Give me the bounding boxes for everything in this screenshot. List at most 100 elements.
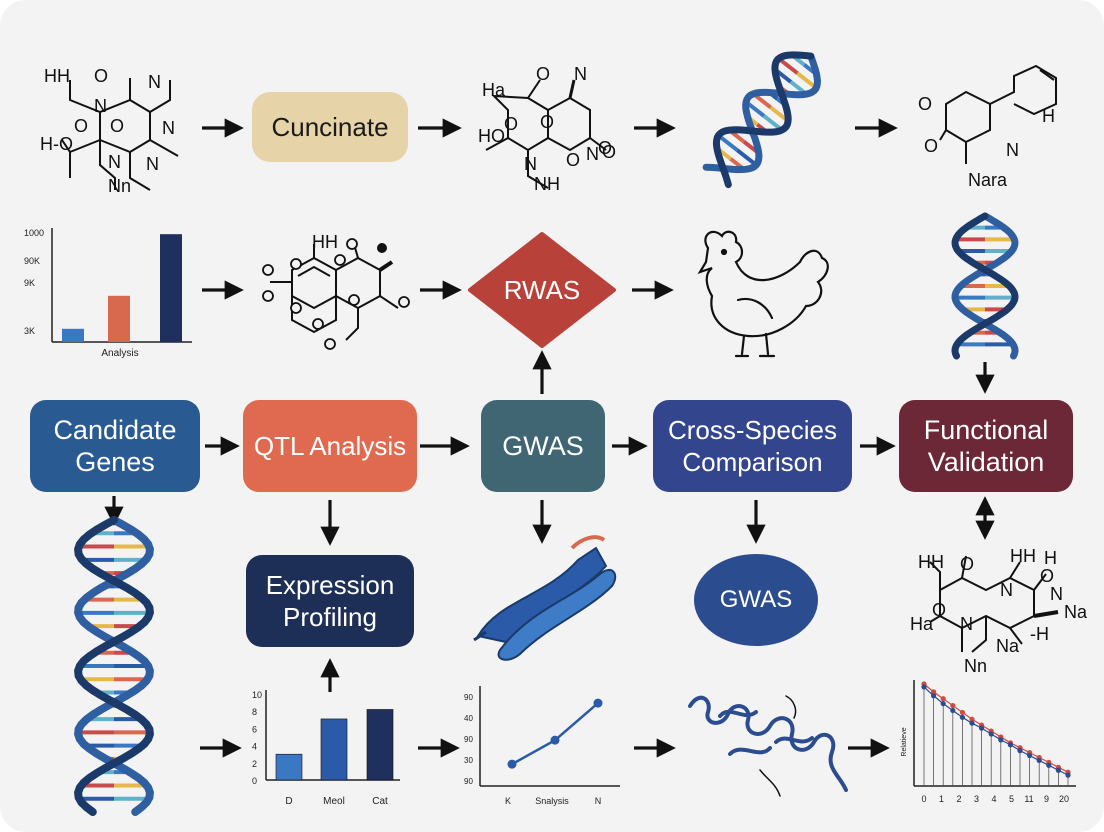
- y-tick-label: 0: [252, 776, 257, 786]
- molecule-4-oxygens: [262, 238, 410, 350]
- cuncinate-node: Cuncinate: [252, 92, 408, 162]
- atom-label: N: [524, 154, 537, 174]
- dna-backbone: [712, 51, 815, 189]
- gwas2-label: GWAS: [719, 586, 793, 613]
- atom-label: N: [574, 64, 587, 84]
- molecule-4-labels: HH: [312, 232, 338, 252]
- atom-label: N: [94, 96, 107, 116]
- data-point: [921, 684, 927, 690]
- x-tick-label: 20: [1059, 794, 1069, 804]
- x-tick-label: 9: [1044, 794, 1049, 804]
- atom-label: O: [932, 600, 946, 620]
- atom-label: HH: [918, 552, 944, 572]
- x-tick-label: D: [285, 796, 292, 807]
- expression-profiling-node: Expression Profiling: [246, 555, 414, 647]
- atom-label: O: [960, 554, 974, 574]
- series-line: [511, 702, 599, 766]
- molecule-1: [61, 78, 179, 191]
- cross-label-line1: Cross-Species: [667, 415, 838, 445]
- atom-label: O: [74, 116, 88, 136]
- atom-label: O: [602, 142, 616, 162]
- y-tick-label: 30: [464, 756, 473, 765]
- y-tick-label: 10: [252, 690, 262, 700]
- dna-backbone: [951, 212, 1019, 360]
- functional-validation-node: Functional Validation: [899, 400, 1073, 492]
- dna-backbone: [74, 516, 154, 816]
- qtl-analysis-node: QTL Analysis: [243, 400, 417, 492]
- data-point: [979, 725, 985, 731]
- bar: [275, 753, 303, 781]
- data-point: [1036, 757, 1042, 764]
- rwas-node: RWAS: [466, 230, 618, 350]
- x-tick-label: N: [595, 796, 602, 806]
- data-point: [969, 716, 975, 722]
- y-tick-label: 1000: [24, 228, 44, 238]
- x-tick-label: 11: [1024, 794, 1033, 804]
- dna-backbone: [951, 212, 1019, 360]
- data-point: [1027, 752, 1033, 759]
- x-tick-label: 4: [991, 794, 996, 804]
- atom-label: O: [536, 64, 550, 84]
- x-tick-label: 1: [939, 794, 944, 804]
- bar: [320, 718, 348, 781]
- x-tick-label: K: [505, 796, 511, 806]
- dna-base-pair: [736, 148, 758, 167]
- candidate-genes-node: Candidate Genes: [30, 400, 200, 492]
- y-axis-label: Relatieve: [901, 727, 908, 756]
- data-point: [959, 714, 966, 720]
- data-point: [959, 709, 966, 716]
- bar: [108, 295, 130, 342]
- cross-label-line2: Comparison: [682, 447, 823, 477]
- atom-label: HH: [44, 66, 70, 86]
- cuncinate-label: Cuncinate: [271, 112, 389, 142]
- atom-label: Nn: [108, 176, 131, 196]
- data-point: [969, 720, 975, 726]
- candidate-label-line2: Genes: [75, 447, 155, 477]
- molecule-4: [270, 243, 399, 341]
- data-point: [950, 707, 956, 714]
- atom-label: O: [918, 94, 932, 114]
- atom-label: O: [540, 112, 554, 132]
- data-point: [550, 735, 560, 745]
- atom-label: O: [110, 116, 124, 136]
- atom-label: N: [146, 154, 159, 174]
- atom-label: HH: [312, 232, 338, 252]
- atom-label: H-O: [40, 134, 73, 154]
- chicken-icon: [697, 230, 829, 358]
- dna-base-pair: [777, 57, 799, 75]
- gwas-node: GWAS: [481, 400, 605, 492]
- atom-label: Nara: [968, 170, 1008, 190]
- x-tick-label: Cat: [372, 796, 388, 807]
- functional-label-line2: Validation: [927, 447, 1045, 477]
- qtl-label: QTL Analysis: [253, 431, 407, 461]
- atom-label: O: [1040, 566, 1054, 586]
- data-point: [940, 701, 946, 707]
- x-tick-label: 0: [921, 794, 926, 804]
- atom-label: N: [1050, 584, 1063, 604]
- dna-helix-icon: [702, 51, 821, 189]
- atom-label: O: [504, 114, 518, 134]
- atom-label: N: [1006, 140, 1019, 160]
- y-tick-label: 90: [464, 693, 473, 702]
- data-point: [988, 731, 994, 737]
- dna-strand-icon: [688, 695, 848, 797]
- atom-label: O: [94, 66, 108, 86]
- molecule-5: [929, 555, 1059, 653]
- rwas-label: RWAS: [503, 274, 581, 305]
- molecule-2-labels: Ha O N HO O O N O N O O NH: [478, 64, 616, 194]
- y-tick-label: 90: [464, 777, 473, 786]
- atom-label: N: [1000, 580, 1013, 600]
- rwas-diamond: [468, 232, 616, 348]
- candidate-label-line1: Candidate: [53, 415, 177, 445]
- data-point: [950, 702, 956, 709]
- expression-label-line1: Expression: [265, 570, 395, 600]
- atom-label: NH: [534, 174, 560, 194]
- atom-label: O: [924, 136, 938, 156]
- atom-label: N: [108, 152, 121, 172]
- x-tick-label: Meol: [323, 796, 345, 807]
- series-line: [923, 686, 1069, 776]
- bar: [160, 234, 182, 342]
